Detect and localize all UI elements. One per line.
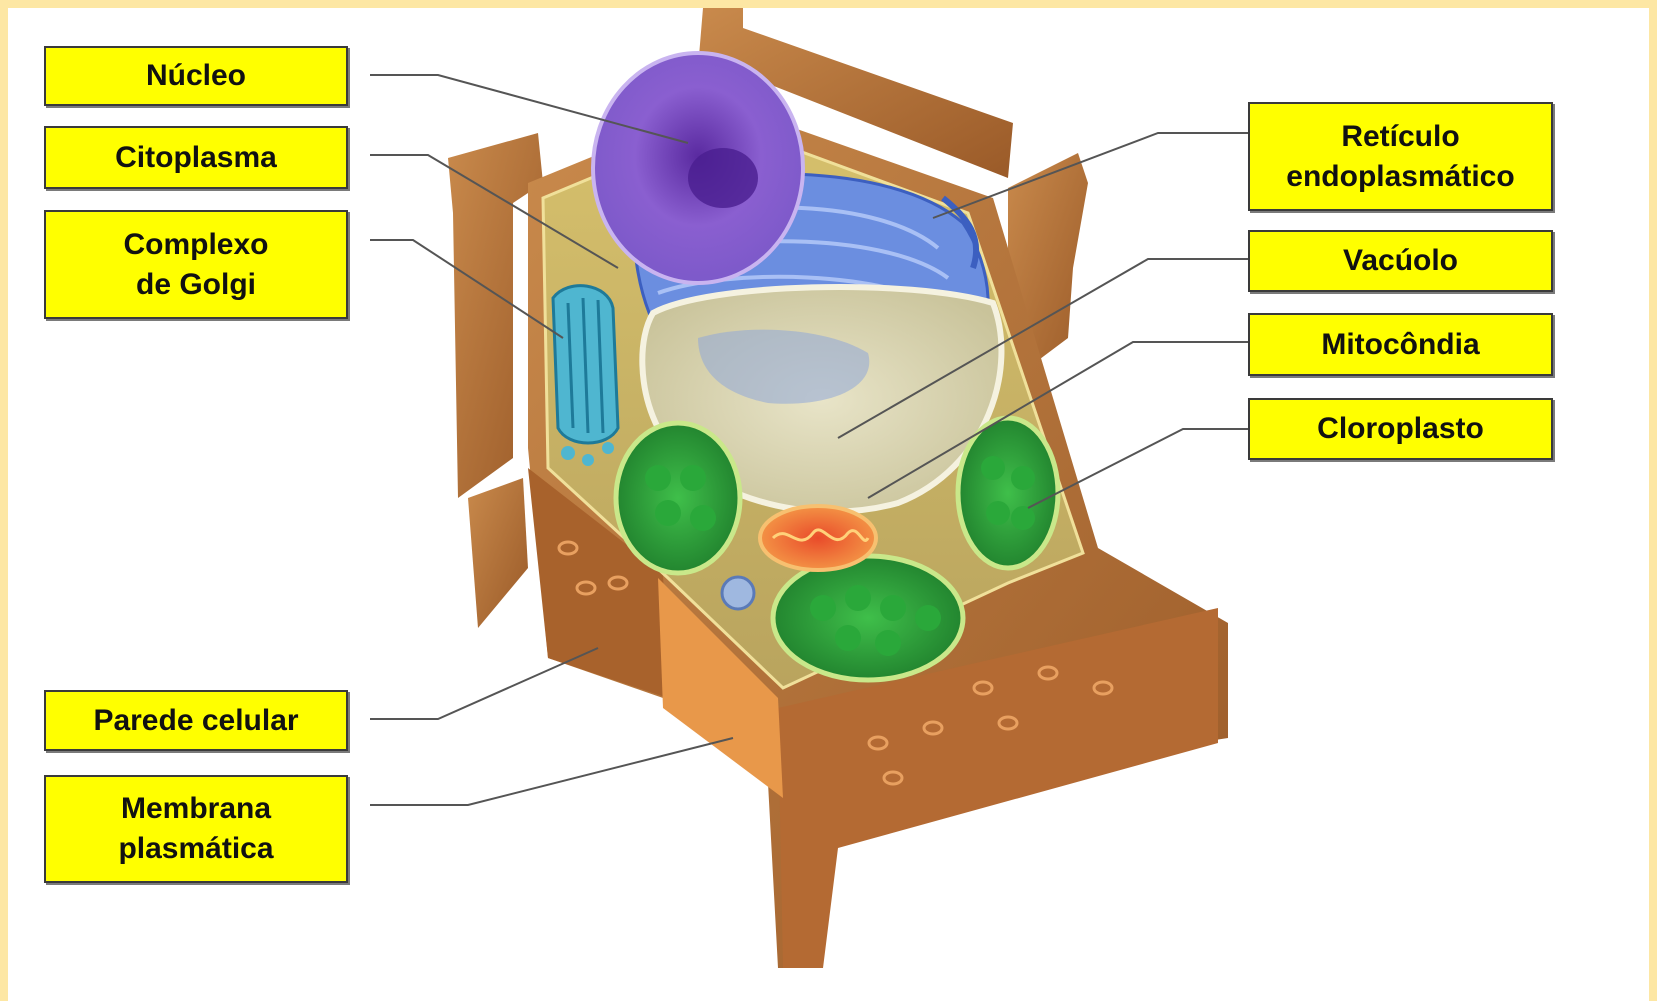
label-cloroplasto: Cloroplasto [1248,398,1553,460]
label-nucleo: Núcleo [44,46,348,106]
chloroplast-right [958,418,1058,568]
label-citoplasma: Citoplasma [44,126,348,189]
label-complexo-golgi: Complexo de Golgi [44,210,348,319]
label-membrana-plasmatica: Membrana plasmática [44,775,348,883]
label-vacuolo: Vacúolo [1248,230,1553,292]
leader-line-membrana [370,738,733,805]
chloroplast-left [616,423,740,573]
chloroplast-bottom [773,556,963,680]
diagram-frame: Núcleo Citoplasma Complexo de Golgi Pare… [8,8,1649,1001]
nucleus [593,53,803,283]
label-parede-celular: Parede celular [44,690,348,751]
label-reticulo-endoplasmatico: Retículo endoplasmático [1248,102,1553,211]
vesicle [722,577,754,609]
cell-wall-left-lower [468,478,528,628]
mitochondrion [760,506,876,570]
label-mitocondria: Mitocôndia [1248,313,1553,376]
